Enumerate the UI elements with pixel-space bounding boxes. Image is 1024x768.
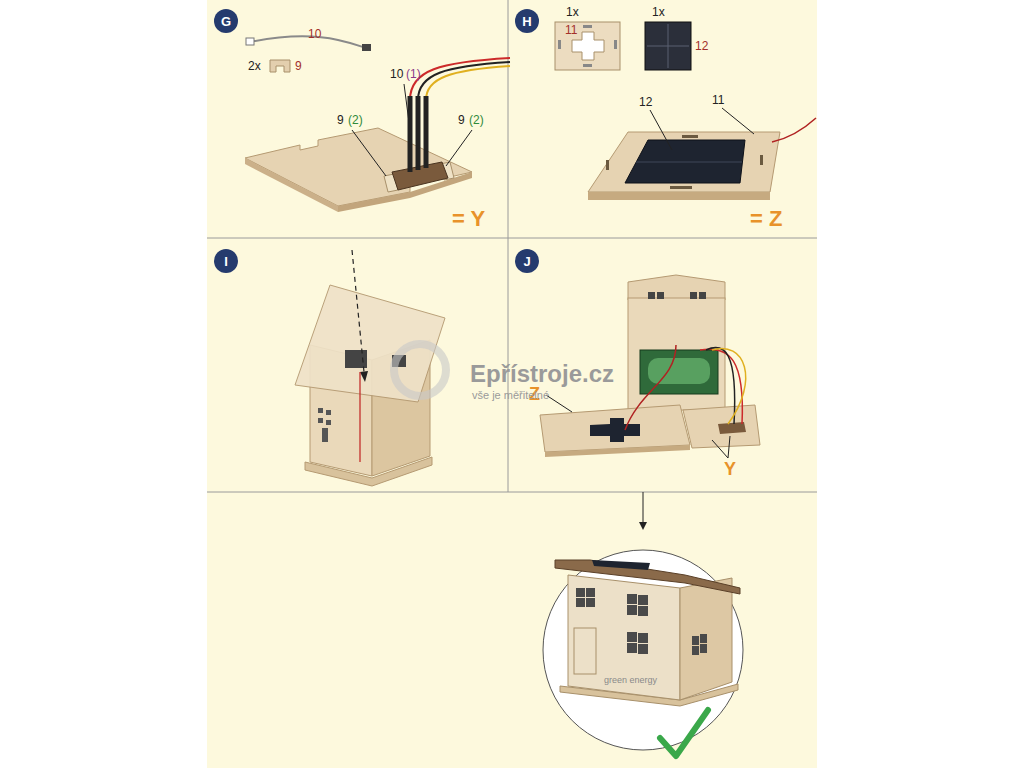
callout-number: 2x: [248, 60, 261, 72]
callout-number: 10: [308, 28, 321, 40]
callout-number: (2): [469, 114, 484, 126]
step-letter: J: [523, 254, 530, 269]
callout-number: 9: [337, 114, 344, 126]
watermark: vše je měřitelné: [472, 390, 549, 401]
step-letter: G: [221, 14, 231, 29]
callout-number: 11: [565, 24, 577, 36]
callout-number: = Z: [750, 208, 782, 230]
watermark: Epřístroje.cz: [470, 362, 614, 386]
step-badge: I: [214, 249, 238, 273]
step-badge: G: [214, 9, 238, 33]
callout-number: 10: [390, 68, 403, 80]
callout-number: (2): [348, 114, 363, 126]
callout-number: Y: [724, 460, 736, 478]
callout-number: (1): [406, 68, 421, 80]
callout-number: = Y: [452, 208, 485, 230]
house-inscription: green energy: [604, 676, 657, 685]
step-badge: H: [515, 9, 539, 33]
callout-number: 12: [639, 96, 652, 108]
callout-number: 9: [458, 114, 465, 126]
callout-number: 1x: [652, 6, 665, 18]
callout-number: 1x: [566, 6, 579, 18]
step-letter: I: [224, 254, 228, 269]
callout-number: 12: [695, 40, 708, 52]
callout-number: 9: [295, 60, 302, 72]
step-badge: J: [515, 249, 539, 273]
step-letter: H: [522, 14, 531, 29]
callout-number: 11: [712, 94, 724, 106]
